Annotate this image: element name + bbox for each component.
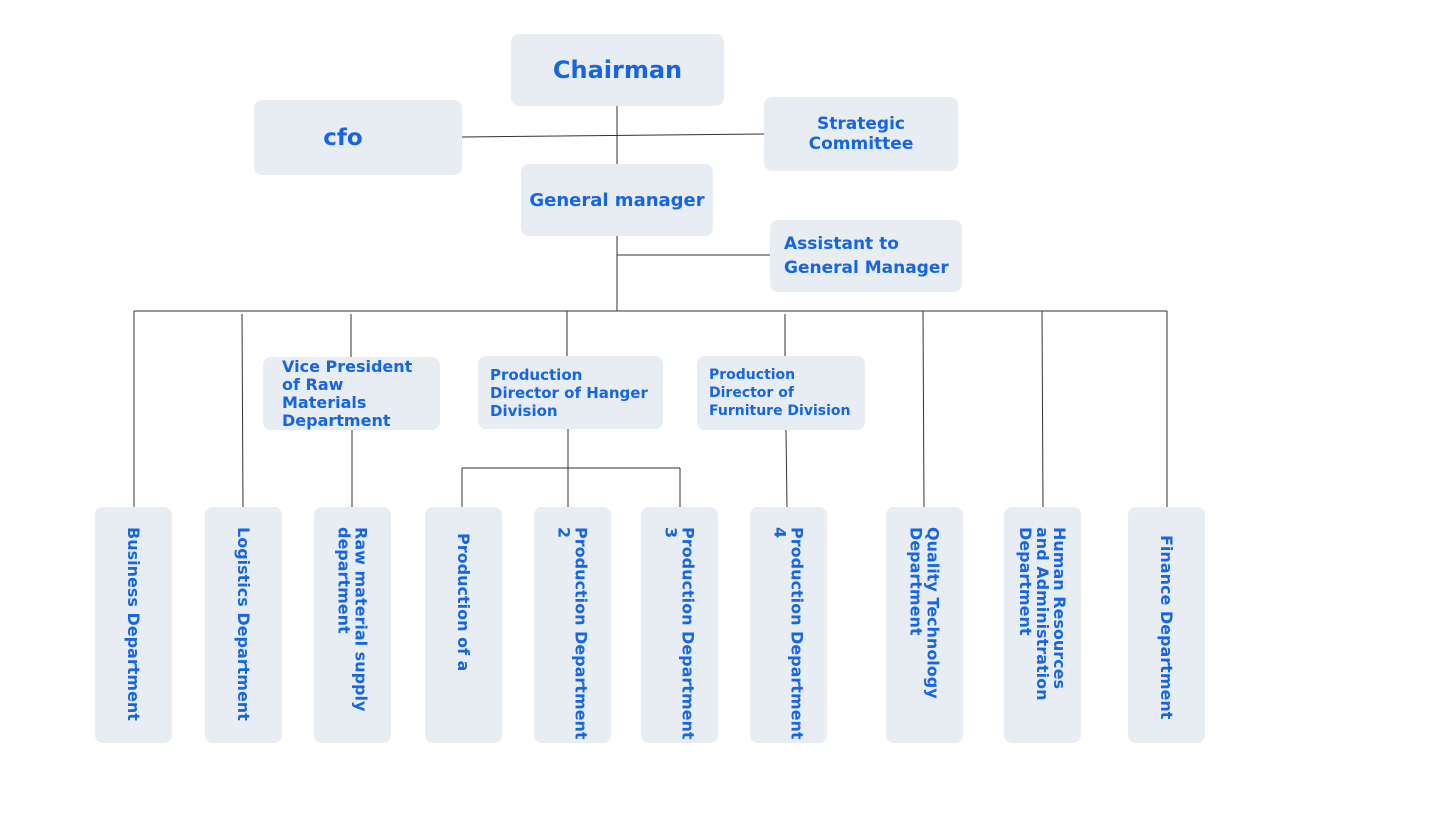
- chairman-box: Chairman: [511, 34, 724, 106]
- production-of-a-label: Production of a: [454, 533, 473, 672]
- general-manager-box: General manager: [521, 164, 713, 236]
- production-dept-2-label: Production Department 2: [554, 527, 591, 740]
- production-of-a-box: Production of a: [425, 507, 502, 743]
- prod-dir-hanger-label: Production Director of Hanger Division: [490, 365, 648, 420]
- prod-dir-hanger-box: Production Director of Hanger Division: [478, 356, 663, 429]
- assistant-gm-label: Assistant to General Manager: [784, 234, 949, 278]
- raw-material-supply-dept-box: Raw material supply department: [314, 507, 391, 743]
- connector-drop-quality: [922, 310, 925, 508]
- chairman-label: Chairman: [552, 56, 683, 84]
- vp-raw-materials-box: Vice President of Raw Materials Departme…: [263, 357, 440, 430]
- assistant-gm-box: Assistant to General Manager: [770, 220, 962, 292]
- general-manager-label: General manager: [529, 189, 705, 211]
- connector-cfo-committee: [461, 133, 765, 138]
- cfo-label: cfo: [323, 124, 363, 151]
- quality-tech-dept-label: Quality Technology Department: [906, 527, 943, 699]
- business-dept-box: Business Department: [95, 507, 172, 743]
- production-dept-4-box: Production Department 4: [750, 507, 827, 743]
- cfo-box: cfo: [254, 100, 462, 175]
- quality-tech-dept-box: Quality Technology Department: [886, 507, 963, 743]
- production-dept-2-box: Production Department 2: [534, 507, 611, 743]
- prod-dir-furniture-box: Production Director of Furniture Divisio…: [697, 356, 865, 430]
- logistics-dept-box: Logistics Department: [205, 507, 282, 743]
- strategic-committee-box: Strategic Committee: [764, 97, 958, 171]
- production-dept-3-label: Production Department 3: [661, 527, 698, 740]
- business-dept-label: Business Department: [124, 527, 143, 721]
- hr-admin-dept-label: Human Resources and Administration Depar…: [1016, 527, 1069, 701]
- finance-dept-label: Finance Department: [1157, 535, 1176, 720]
- connector-drop-logistics: [241, 313, 244, 508]
- strategic-committee-label: Strategic Committee: [808, 114, 914, 154]
- production-dept-3-box: Production Department 3: [641, 507, 718, 743]
- logistics-dept-label: Logistics Department: [234, 527, 253, 721]
- finance-dept-box: Finance Department: [1128, 507, 1205, 743]
- raw-material-supply-dept-label: Raw material supply department: [334, 527, 371, 712]
- connector-drop-hr: [1041, 310, 1044, 508]
- connector-furniture-dept4: [785, 429, 788, 508]
- prod-dir-furniture-label: Production Director of Furniture Divisio…: [709, 367, 851, 419]
- vp-raw-materials-label: Vice President of Raw Materials Departme…: [282, 356, 413, 430]
- production-dept-4-label: Production Department 4: [770, 527, 807, 740]
- hr-admin-dept-box: Human Resources and Administration Depar…: [1004, 507, 1081, 743]
